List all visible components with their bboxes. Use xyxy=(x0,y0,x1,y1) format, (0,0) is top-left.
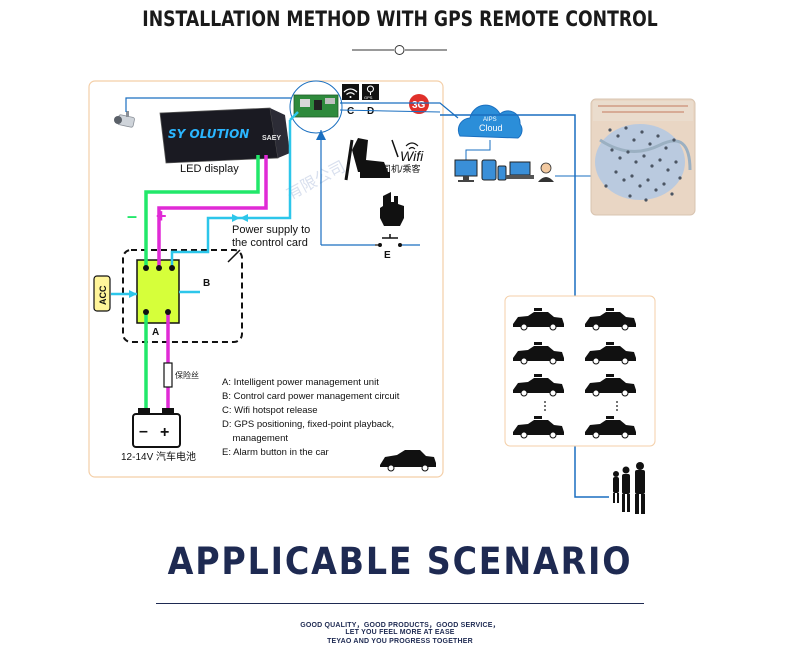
installation-panel xyxy=(88,80,444,478)
taxi-car-icon xyxy=(585,342,636,365)
unit-a-label: A xyxy=(152,327,159,338)
legend-item: management xyxy=(222,433,289,444)
taxi-car-icon xyxy=(513,308,564,331)
legend-item: A: Intelligent power management unit xyxy=(222,377,379,388)
taxi-car-icon xyxy=(585,374,636,397)
wire-cyan-card-2 xyxy=(289,111,299,121)
led-side-text: SAEY xyxy=(262,135,281,142)
taxi-car-icon xyxy=(513,374,564,397)
control-card xyxy=(289,80,343,134)
tablet-icon xyxy=(481,159,497,181)
page-title: INSTALLATION METHOD WITH GPS REMOTE CONT… xyxy=(142,7,658,31)
family-silhouette-icon xyxy=(613,462,645,514)
power-supply-label-2: the control card xyxy=(232,237,308,249)
scenario-heading: APPLICABLE SCENARIO xyxy=(167,540,633,583)
footer-slogan: GOOD QUALITY，GOOD PRODUCTS，GOOD SERVICE， xyxy=(300,622,500,629)
hand-press-icon xyxy=(380,192,404,226)
wifi-signal-icon xyxy=(405,142,419,150)
taxi-car-icon xyxy=(585,416,636,439)
label-e: E xyxy=(384,250,391,261)
power-unit-dashed-box xyxy=(122,249,243,343)
3g-badge: 3G xyxy=(409,94,429,114)
cloud-label: Cloud xyxy=(479,123,503,133)
laptop-icon xyxy=(506,161,534,179)
security-camera-icon xyxy=(114,111,135,128)
led-display-label: LED display xyxy=(180,163,239,175)
bottom-divider xyxy=(156,603,644,604)
legend-item: B: Control card power management circuit xyxy=(222,391,400,402)
fuse-label: 保险丝 xyxy=(175,370,199,380)
phone-icon xyxy=(497,165,507,181)
fleet-cars xyxy=(513,308,636,439)
driver-label: 司机/乘客 xyxy=(382,163,421,174)
cloud-top-text: AIPS xyxy=(483,117,497,123)
map-vehicle-markers xyxy=(604,126,682,202)
cloud-to-devices-line xyxy=(465,140,491,160)
taxi-car-icon xyxy=(513,416,564,439)
fuse xyxy=(163,362,173,388)
legend-item: E: Alarm button in the car xyxy=(222,447,329,458)
camera-cable xyxy=(125,97,292,112)
3g-badge-text: 3G xyxy=(412,100,426,111)
wire-cyan-card xyxy=(170,120,292,268)
taxi-car-icon xyxy=(513,342,564,365)
wire-magenta-led xyxy=(157,155,268,268)
installation-diagram: 有限公司 SY OLUTION SAEY LED display GPS C D xyxy=(88,80,696,514)
fleet-panel xyxy=(504,295,656,447)
wifi-hotspot-icon xyxy=(342,84,359,100)
wifi-label: Wifi xyxy=(400,148,424,164)
taxi-car-icon xyxy=(585,308,636,331)
battery-plus: + xyxy=(160,424,169,441)
acc-box xyxy=(93,275,111,312)
led-display: SY OLUTION SAEY xyxy=(159,107,290,164)
label-c: C xyxy=(347,106,354,117)
wifi-slash xyxy=(391,139,399,158)
operator-icon xyxy=(538,162,554,182)
acc-label: ACC xyxy=(98,285,108,305)
driver-seat-icon xyxy=(344,138,390,181)
footer-slogan: LET YOU FEEL MORE AT EASE xyxy=(345,629,455,636)
minus-marker: – xyxy=(127,206,137,226)
legend-item: C: Wifi hotspot release xyxy=(222,405,318,416)
car-battery: – + xyxy=(132,408,181,448)
cable-cut-mark xyxy=(227,249,241,263)
card-to-cloud-line-2 xyxy=(339,109,441,113)
gps-icon-text: GPS xyxy=(364,95,373,100)
plus-marker: + xyxy=(156,206,167,226)
title-divider xyxy=(352,45,447,55)
power-supply-label-1: Power supply to xyxy=(232,224,310,236)
label-d: D xyxy=(367,106,374,117)
card-to-cloud-line xyxy=(340,102,459,119)
unit-b-label: B xyxy=(203,278,210,289)
aips-cloud: AIPS Cloud xyxy=(457,104,523,139)
led-brand-text: SY OLUTION xyxy=(168,127,249,141)
monitor-icon xyxy=(454,159,478,182)
battery-label: 12-14V 汽车电池 xyxy=(121,450,196,463)
gps-icon: GPS xyxy=(362,84,379,100)
legend-item: D: GPS positioning, fixed-point playback… xyxy=(222,419,395,430)
wire-green-led xyxy=(144,155,260,268)
panel-car-icon xyxy=(380,450,436,472)
footer-slogan: TEYAO AND YOU PROGRESS TOGETHER xyxy=(327,638,473,645)
alarm-button xyxy=(321,234,420,247)
battery-minus: – xyxy=(139,423,148,440)
